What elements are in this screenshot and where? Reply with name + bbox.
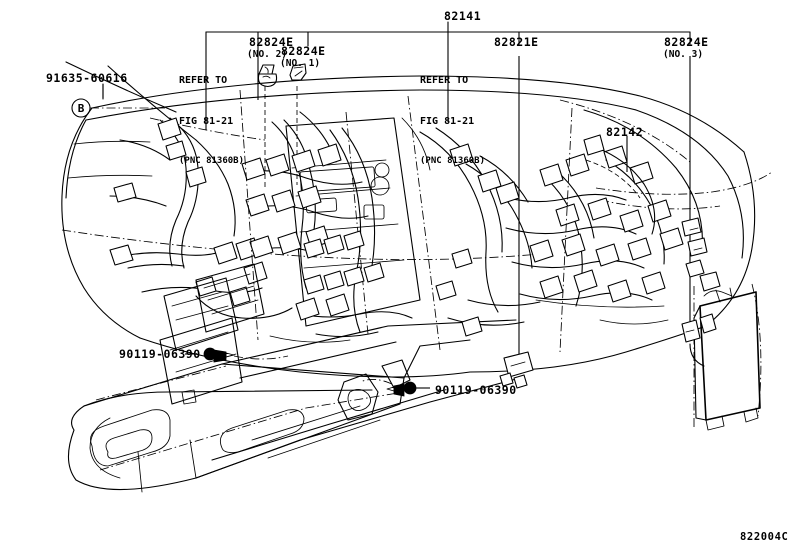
callout-82824e-no3: 82824E	[664, 35, 709, 49]
misc-detail	[239, 89, 669, 353]
refer-note-right-line3: (PNC 81360B)	[420, 156, 486, 166]
refer-note-right-line1: REFER TO	[420, 75, 469, 86]
callout-90119-06390-left: 90119-06390	[119, 347, 201, 361]
callout-82824e-no2-qualifier: (NO. 2)	[247, 49, 288, 60]
bolt-trace-left	[233, 355, 289, 360]
callout-82142: 82142	[606, 125, 644, 139]
bolt-icon-left	[203, 347, 235, 363]
refer-note-left: REFER TO FIG 81-21 (PNC 81360B)	[179, 47, 244, 194]
harness-center	[241, 111, 413, 338]
callout-82821e: 82821E	[494, 35, 539, 49]
refer-note-left-line1: REFER TO	[179, 75, 228, 86]
bolt-icon-right	[386, 381, 417, 397]
marker-b-circle: B	[71, 83, 168, 118]
callout-82824e-no1: 82824E	[281, 44, 326, 58]
callout-82141: 82141	[444, 9, 482, 23]
ecu-module-box	[681, 217, 762, 431]
floor-harness-rail	[195, 359, 521, 479]
clip-icon-82824e-no1	[289, 63, 307, 81]
harness-passenger-side	[419, 127, 684, 337]
connector-82824e-no3	[681, 313, 717, 367]
bolt-trace-right	[359, 379, 393, 385]
callout-91635-60616: 91635-60616	[46, 71, 128, 85]
callout-82824e-no2: 82824E	[249, 35, 294, 49]
callout-leader-lines	[102, 44, 691, 368]
callout-bracket-group	[205, 21, 691, 47]
refer-note-right: REFER TO FIG 81-21 (PNC 81360B)	[420, 47, 485, 194]
center-console	[67, 319, 517, 493]
refer-note-left-line3: (PNC 81360B)	[179, 156, 245, 166]
sheet-code: 822004C	[740, 531, 789, 543]
connector-82821e	[499, 351, 534, 389]
harness-driver-side	[109, 117, 293, 405]
refer-note-left-line2: FIG 81-21	[179, 115, 234, 127]
callout-90119-06390-right: 90119-06390	[435, 383, 517, 397]
refer-note-right-line2: FIG 81-21	[420, 115, 475, 127]
instrument-panel-outline	[61, 61, 773, 378]
svg-text:B: B	[78, 102, 85, 115]
callout-82824e-no3-qualifier: (NO. 3)	[663, 49, 704, 60]
callout-82824e-no1-qualifier: (NO. 1)	[280, 58, 321, 69]
